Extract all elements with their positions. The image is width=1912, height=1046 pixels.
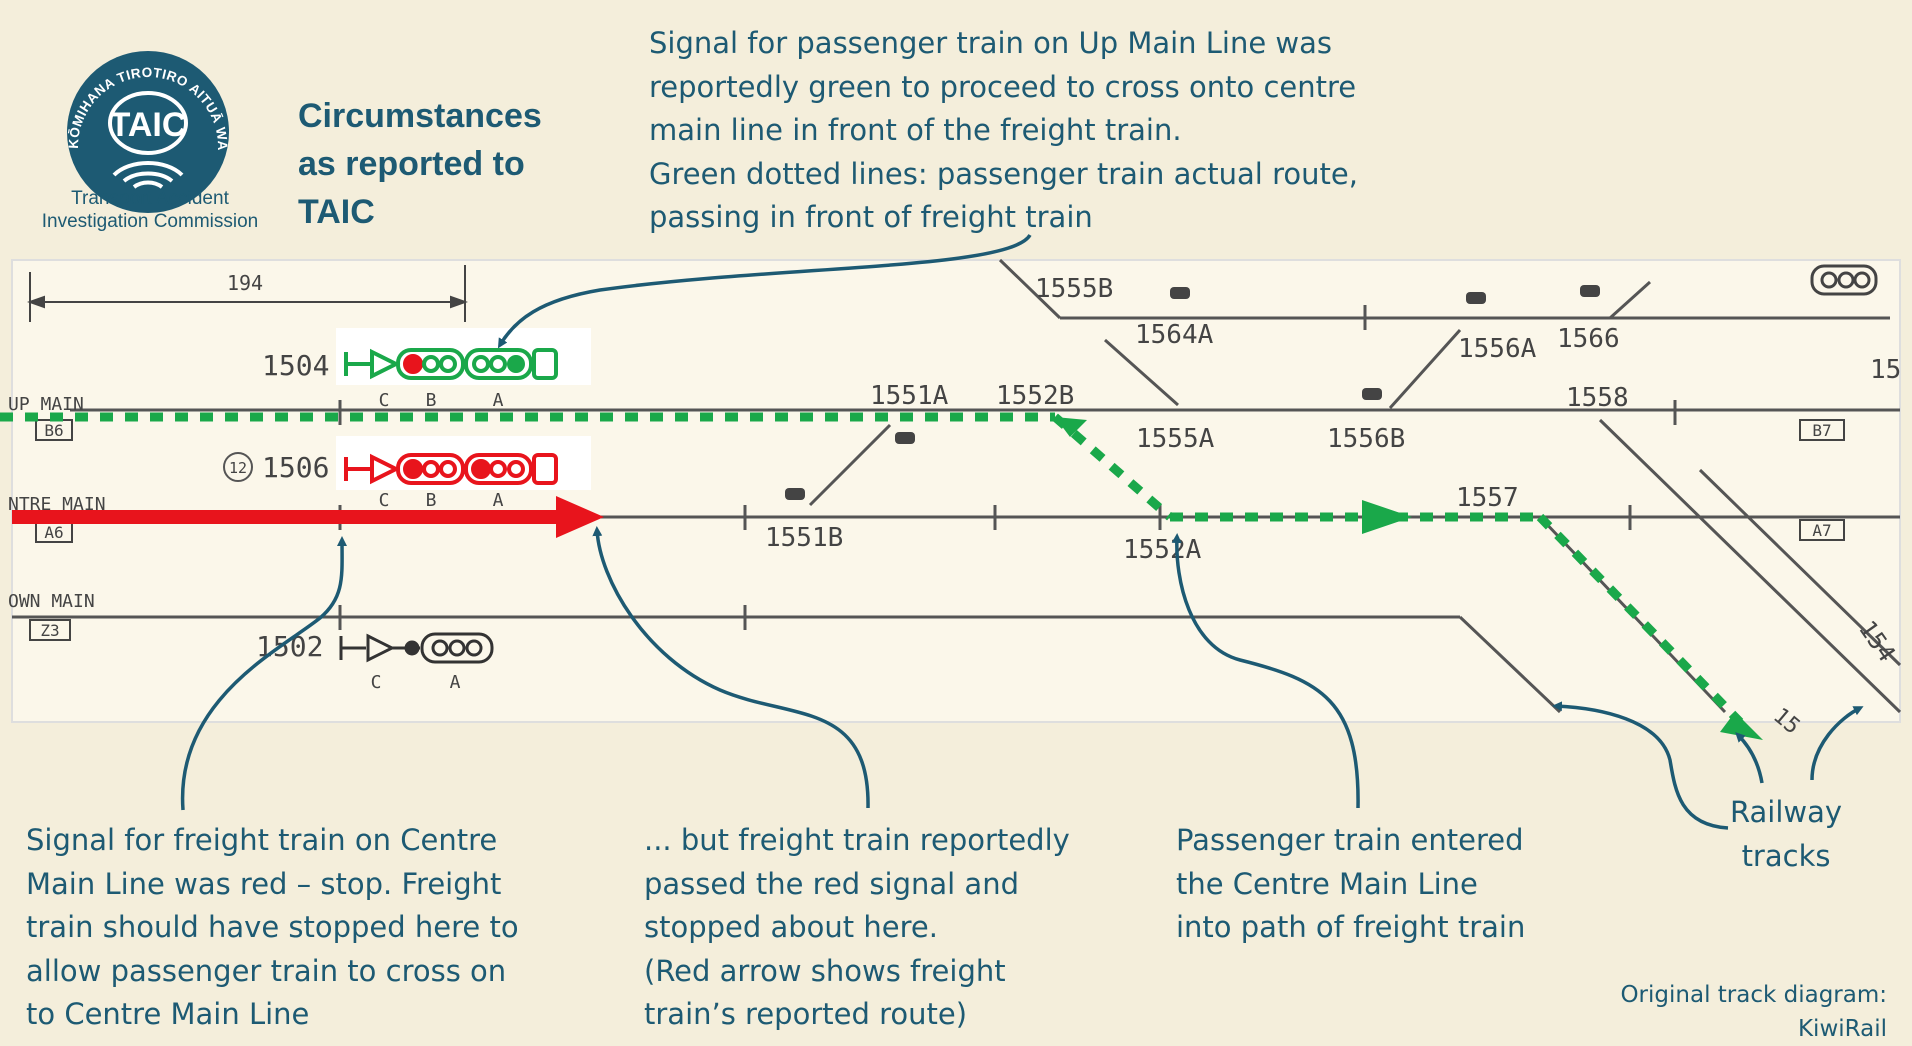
signal-head-label: A [493,490,504,511]
signal-1502-head [339,632,494,664]
line-code: A7 [1812,521,1831,540]
logo-org-line: Investigation Commission [41,211,259,232]
freight-train-route-arrow [12,496,604,538]
point-label: 1555B [1035,274,1113,304]
point-label: 1556B [1327,424,1405,454]
signal-head-label: A [493,390,504,411]
line-name-label: NTRE MAIN [8,494,106,515]
taic-logo: TE KŌMIHANA TIROTIRO AITUĀ WAKA TAIC [30,25,230,213]
credit-line: KiwiRail [1797,1016,1887,1042]
annotation-line: Main Line was red – stop. Freight [26,866,502,901]
annotation-line: (Red arrow shows freight [644,953,1006,988]
annotation-line: Signal for passenger train on Up Main Li… [649,26,1333,60]
freight-passed-annotation: ... but freight train reportedly passed … [644,819,1070,1037]
shunt-signal-symbols [785,285,1600,500]
signal-1566-symbol [1810,264,1878,296]
signal-1506-head [344,453,558,485]
track-joints [338,305,1677,630]
point-label: 1551B [765,523,843,553]
annotation-line: train should have stopped here to [26,910,519,944]
signal-head-label: B [426,490,437,511]
annotation-line: allow passenger train to cross on [26,953,507,988]
annotation-line: the Centre Main Line [1176,866,1478,901]
logo-badge: TAIC [110,106,187,144]
passenger-entered-annotation: Passenger train entered the Centre Main … [1176,819,1525,950]
passenger-train-route [0,412,1744,726]
title-line: TAIC [298,193,375,231]
line-name-label: OWN MAIN [8,591,95,612]
annotation-line: to Centre Main Line [26,997,310,1031]
annotation-line: Passenger train entered [1176,823,1524,857]
signal-1506-tag: 12 [229,459,247,477]
line-code: A6 [44,523,63,542]
line-code: Z3 [40,621,59,640]
page-title: Circumstances as reported to TAIC [298,92,542,236]
point-label: 1557 [1456,483,1519,513]
signal-head-label: C [371,672,382,693]
annotation-line: Signal for freight train on Centre [26,823,498,857]
signal-1504-head [344,348,558,380]
title-line: as reported to [298,145,525,183]
callout-arrows [180,233,1864,830]
signal-head-label: C [379,490,390,511]
point-label: 1564A [1135,320,1214,350]
passenger-route-arrowheads [1055,417,1763,740]
annotation-line: Green dotted lines: passenger train actu… [649,156,1358,191]
line-code: B7 [1812,421,1831,440]
title-line: Circumstances [298,97,542,135]
annotation-line: reportedly green to proceed to cross ont… [649,69,1357,104]
annotation-line: passing in front of freight train [649,200,1093,234]
point-label: 1551A [870,381,949,411]
signal-head-label: B [426,390,437,411]
credit-line: Original track diagram: [1620,982,1887,1008]
logo-org-line: Transport Accident [71,188,229,209]
annotation-line: tracks [1741,838,1831,873]
diagram-credit: Original track diagram: KiwiRail [1620,978,1887,1046]
signal-head-label: A [450,672,461,693]
point-label: 1558 [1566,383,1629,413]
point-label: 1552A [1123,535,1202,565]
freight-signal-annotation: Signal for freight train on Centre Main … [26,819,519,1037]
annotation-line: ... but freight train reportedly [644,823,1070,857]
point-label: 1552B [996,381,1074,411]
edge-label: 15 [1870,355,1901,385]
annotation-line: stopped about here. [644,910,938,944]
logo-organisation: Transport Accident Investigation Commiss… [10,187,290,233]
point-label: 1555A [1136,424,1215,454]
point-label: 1556A [1458,334,1537,364]
passenger-signal-annotation: Signal for passenger train on Up Main Li… [649,22,1358,240]
annotation-line: passed the red signal and [644,866,1019,901]
railway-tracks-annotation: Railway tracks [1730,791,1842,878]
line-code: B6 [44,421,63,440]
annotation-line: train’s reported route) [644,997,968,1031]
annotation-line: main line in front of the freight train. [649,113,1182,147]
line-name-label: UP MAIN [8,394,84,415]
annotation-line: Railway [1730,795,1843,829]
signal-number-1504: 1504 [262,349,329,382]
dimension-marker [27,265,468,322]
annotation-line: into path of freight train [1176,910,1526,944]
signal-head-label: C [379,390,390,411]
point-label: 1566 [1557,324,1620,354]
dimension-label: 194 [227,271,263,295]
signal-number-1506: 1506 [262,451,329,484]
